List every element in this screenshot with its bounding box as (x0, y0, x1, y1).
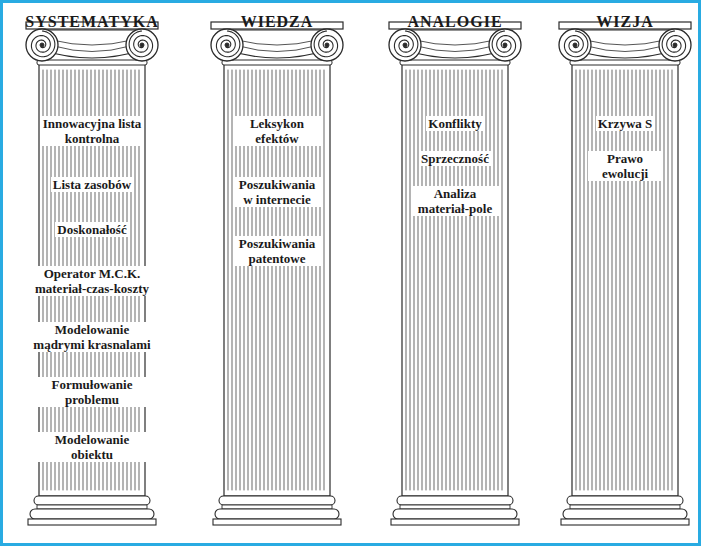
column-label: Poszukiwania patentowe (233, 236, 322, 266)
column-label: Konflikty (426, 116, 483, 131)
ionic-column: ANALOGIE KonfliktySprzecznośćAnaliza mate… (385, 0, 525, 530)
column-label: Lista zasobów (51, 177, 133, 192)
column-label: Formułowanie problemu (35, 377, 149, 407)
column-label: Innowacyjna lista kontrolna (40, 116, 144, 146)
column-label: Analiza materiał-pole (411, 186, 500, 216)
column-label: Leksykon efektów (233, 116, 322, 146)
column-heading: WIZJA (596, 13, 653, 31)
column-outline (385, 0, 525, 530)
column-label: Doskonałość (55, 222, 128, 237)
column-heading: ANALOGIE (407, 13, 502, 31)
column-label: Sprzeczność (419, 151, 491, 166)
ionic-column: SYSTEMATYKA Innowacyjna lista kontrolnaLi… (22, 0, 162, 530)
column-label: Poszukiwania w internecie (233, 177, 322, 207)
column-label: Modelowanie obiektu (38, 432, 147, 462)
column-heading: WIEDZA (241, 13, 314, 31)
column-label: Modelowanie mądrymi krasnalami (29, 322, 155, 352)
column-label: Operator M.C.K. materiał-czas-koszty (30, 266, 154, 296)
column-label: Prawo ewolucji (588, 151, 662, 181)
column-label: Krzywa S (596, 116, 655, 131)
column-heading: SYSTEMATYKA (25, 13, 158, 31)
column-outline (555, 0, 695, 530)
ionic-column: WIZJA Krzywa S Prawo ewolucji (555, 0, 695, 530)
ionic-column: WIEDZA Leksykon efektówPoszukiwania w int… (207, 0, 347, 530)
